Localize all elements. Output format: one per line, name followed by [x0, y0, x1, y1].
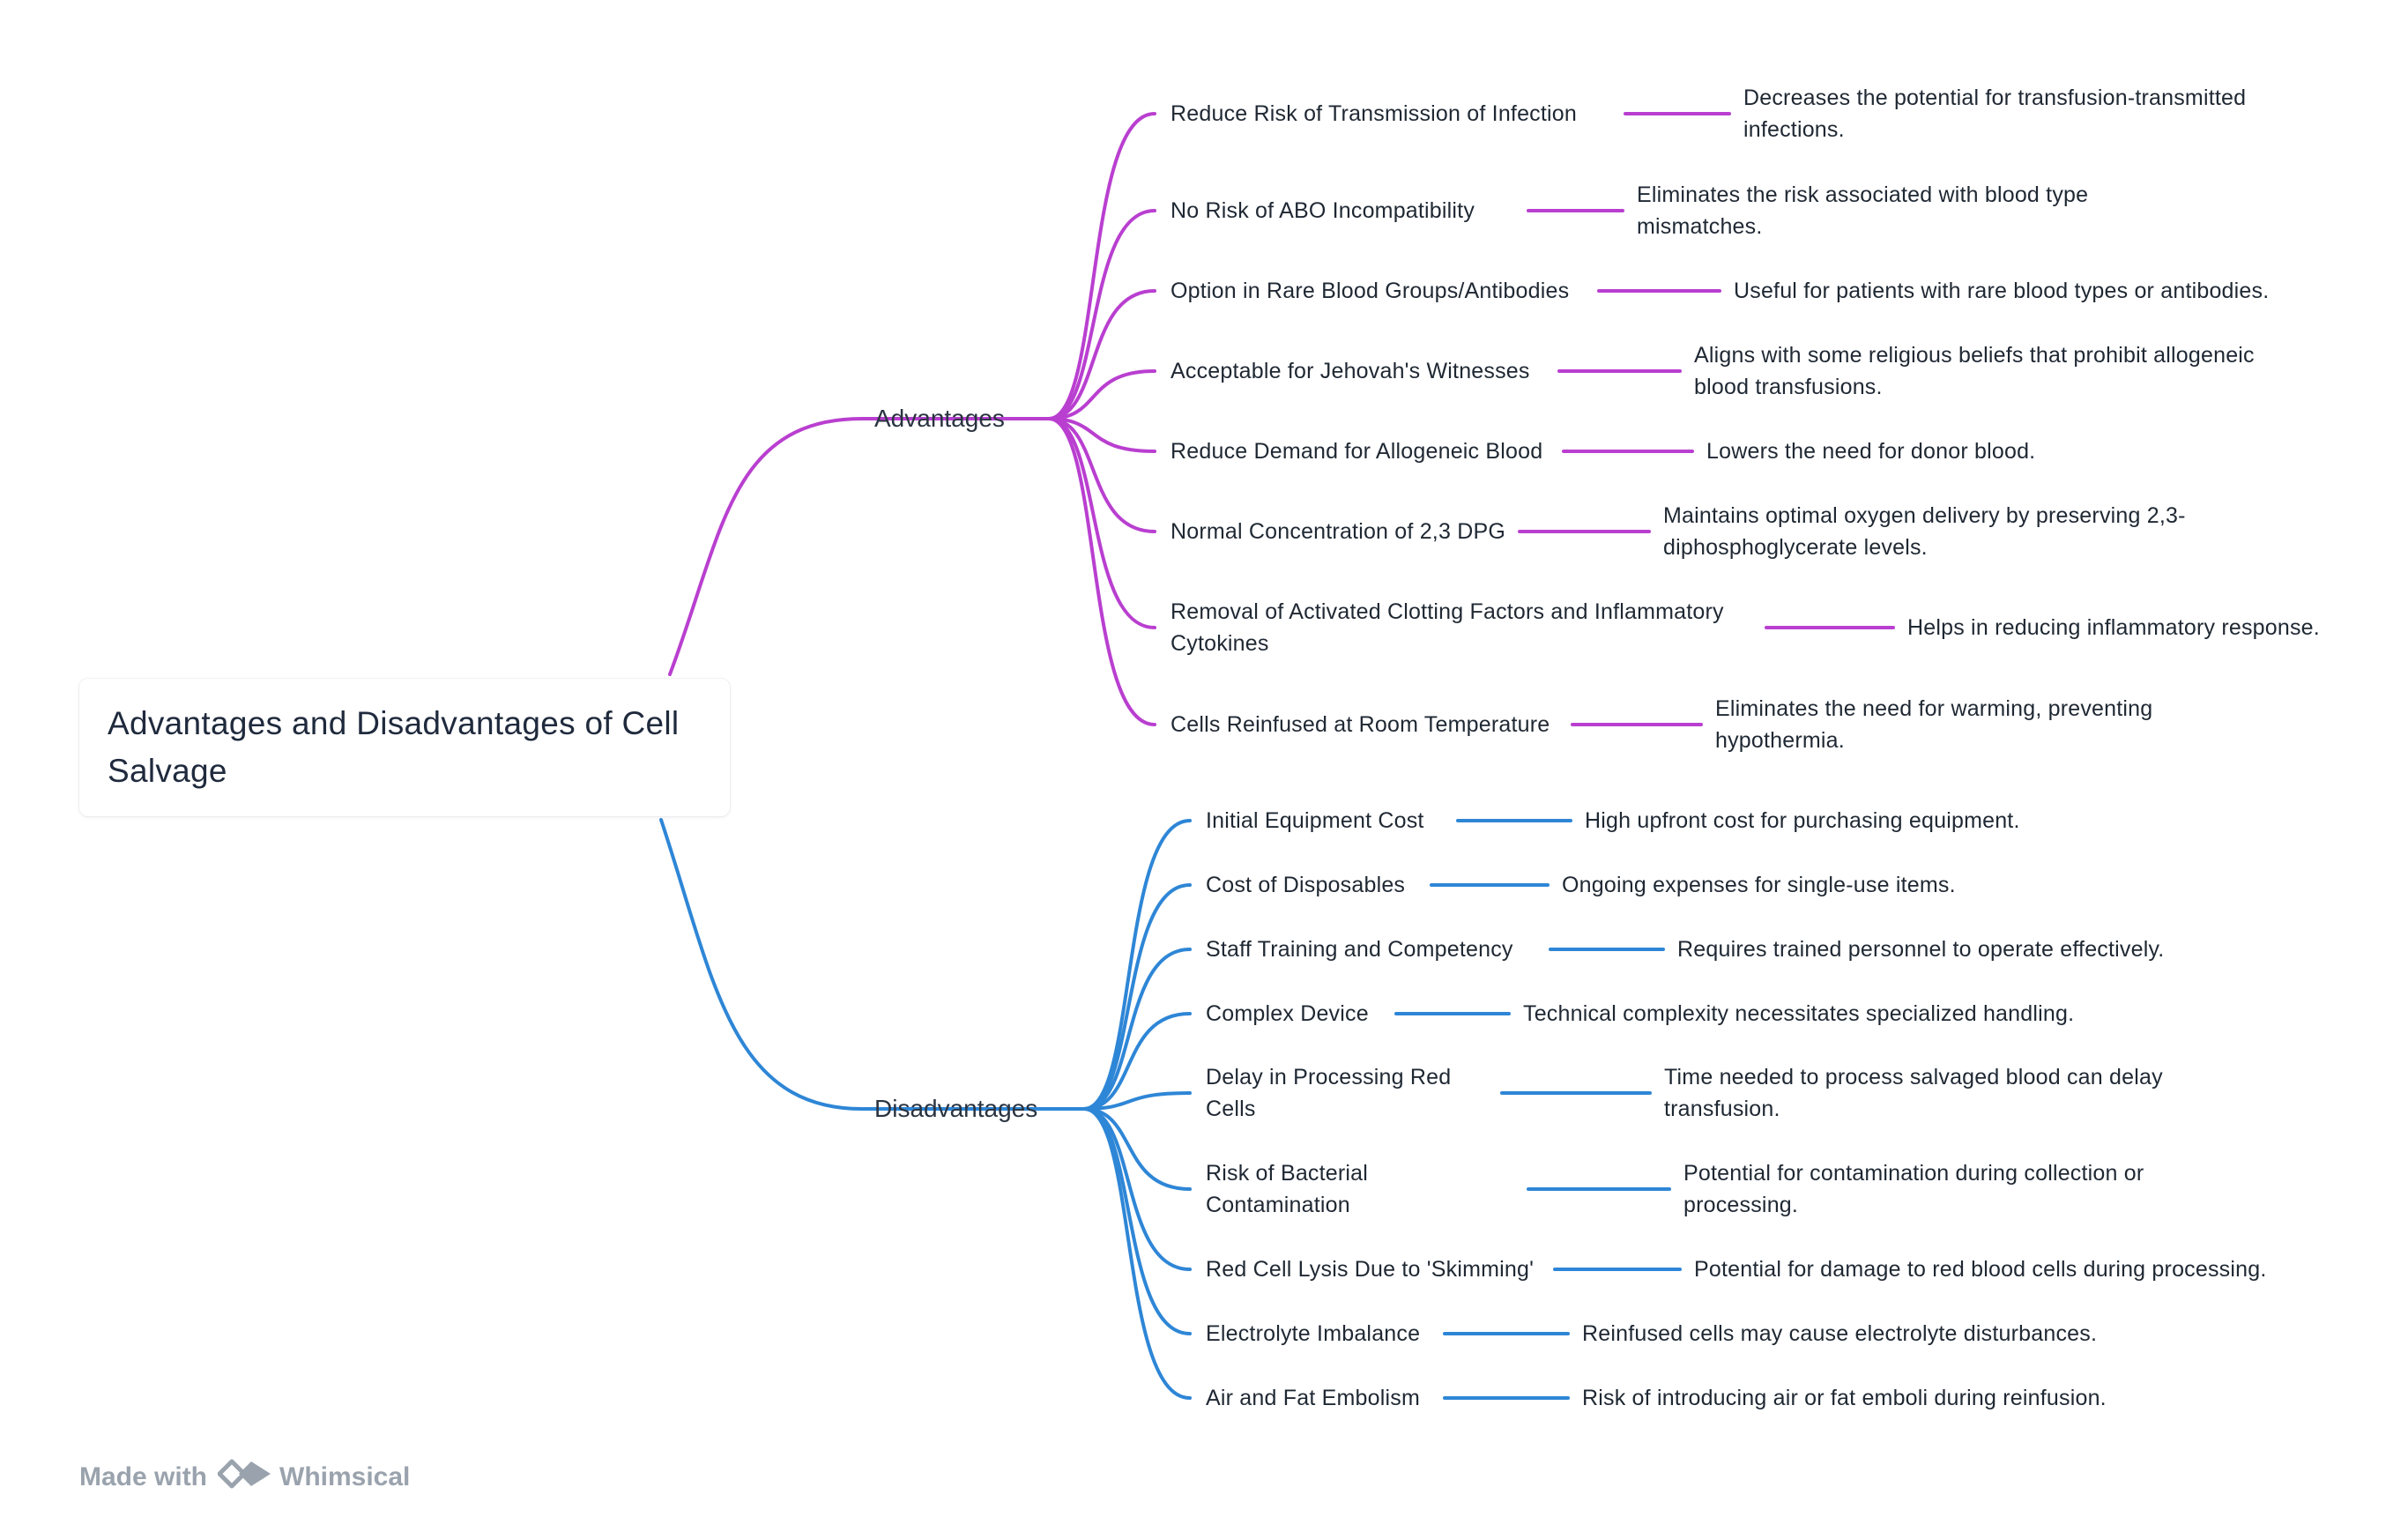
disadvantage-detail[interactable]: Time needed to process salvaged blood ca…	[1664, 1065, 2163, 1121]
disadvantage-node[interactable]: Delay in Processing Red Cells	[1206, 1065, 1452, 1121]
disadvantage-detail[interactable]: Ongoing expenses for single-use items.	[1562, 873, 1956, 897]
advantage-detail[interactable]: Decreases the potential for transfusion-…	[1743, 86, 2247, 142]
branch-node-connector	[1047, 112, 1156, 420]
made-with-text: Made with	[79, 1462, 208, 1491]
advantage-detail[interactable]: Useful for patients with rare blood type…	[1734, 279, 2270, 303]
branch-node-connector	[1047, 369, 1156, 420]
advantage-detail[interactable]: Helps in reducing inflammatory response.	[1907, 615, 2320, 640]
advantage-detail[interactable]: Maintains optimal oxygen delivery by pre…	[1663, 503, 2186, 560]
whimsical-logo-icon	[217, 1454, 272, 1500]
whimsical-brand-text: Whimsical	[279, 1462, 411, 1491]
branch-node-connector	[1047, 417, 1156, 533]
branch-node-connector	[1047, 417, 1156, 629]
advantage-node[interactable]: Cells Reinfused at Room Temperature	[1171, 712, 1550, 737]
branch-node-connector	[1082, 1091, 1192, 1111]
branch-node-connector	[1082, 1012, 1192, 1111]
advantage-node[interactable]: Reduce Demand for Allogeneic Blood	[1171, 439, 1543, 464]
disadvantage-node[interactable]: Initial Equipment Cost	[1206, 808, 1424, 833]
branch-node-connector	[1082, 948, 1192, 1111]
disadvantage-detail[interactable]: Risk of introducing air or fat emboli du…	[1582, 1386, 2107, 1410]
root-node[interactable]: Advantages and Disadvantages of Cell Sal…	[79, 679, 730, 816]
root-branch-connector	[668, 417, 864, 676]
root-title: Advantages and Disadvantages of Cell Sal…	[108, 705, 680, 789]
advantage-node[interactable]: Normal Concentration of 2,3 DPG	[1171, 519, 1505, 544]
advantage-node[interactable]: Reduce Risk of Transmission of Infection	[1171, 101, 1577, 126]
disadvantage-detail[interactable]: Reinfused cells may cause electrolyte di…	[1582, 1321, 2098, 1346]
disadvantage-detail[interactable]: Technical complexity necessitates specia…	[1523, 1001, 2075, 1026]
branch-node-connector	[1047, 209, 1156, 420]
branch-node-connector	[1082, 1107, 1192, 1191]
disadvantage-node[interactable]: Air and Fat Embolism	[1206, 1386, 1420, 1410]
branch-node-connector	[1082, 1107, 1192, 1400]
disadvantage-detail[interactable]: Potential for contamination during colle…	[1683, 1161, 2144, 1217]
advantage-detail[interactable]: Eliminates the need for warming, prevent…	[1715, 696, 2153, 753]
branch-disadvantages[interactable]: Disadvantages	[874, 1095, 1038, 1122]
root-branch-connector	[659, 818, 864, 1111]
disadvantage-detail[interactable]: High upfront cost for purchasing equipme…	[1585, 808, 2020, 833]
advantage-node[interactable]: Option in Rare Blood Groups/Antibodies	[1171, 279, 1570, 303]
branch-node-connector	[1047, 417, 1156, 453]
advantage-node[interactable]: No Risk of ABO Incompatibility	[1171, 198, 1475, 223]
advantage-detail[interactable]: Lowers the need for donor blood.	[1706, 439, 2036, 464]
advantage-node[interactable]: Acceptable for Jehovah's Witnesses	[1171, 359, 1530, 383]
branch-node-connector	[1047, 289, 1156, 420]
disadvantage-node[interactable]: Risk of Bacterial Contamination	[1206, 1161, 1369, 1217]
advantage-node[interactable]: Removal of Activated Clotting Factors an…	[1171, 599, 1724, 656]
advantage-detail[interactable]: Eliminates the risk associated with bloo…	[1637, 182, 2089, 239]
disadvantage-node[interactable]: Red Cell Lysis Due to 'Skimming'	[1206, 1257, 1535, 1282]
disadvantage-node[interactable]: Complex Device	[1206, 1001, 1369, 1026]
disadvantage-detail[interactable]: Potential for damage to red blood cells …	[1694, 1257, 2267, 1282]
disadvantage-node[interactable]: Staff Training and Competency	[1206, 937, 1513, 962]
branch-node-connector	[1047, 417, 1156, 726]
advantage-detail[interactable]: Aligns with some religious beliefs that …	[1694, 343, 2255, 399]
branch-advantages[interactable]: Advantages	[874, 405, 1005, 432]
branch-node-connector	[1082, 883, 1192, 1111]
disadvantage-node[interactable]: Electrolyte Imbalance	[1206, 1321, 1421, 1346]
disadvantage-node[interactable]: Cost of Disposables	[1206, 873, 1406, 897]
made-with-whimsical[interactable]: Made with Whimsical	[79, 1454, 410, 1500]
disadvantage-detail[interactable]: Requires trained personnel to operate ef…	[1677, 937, 2165, 962]
